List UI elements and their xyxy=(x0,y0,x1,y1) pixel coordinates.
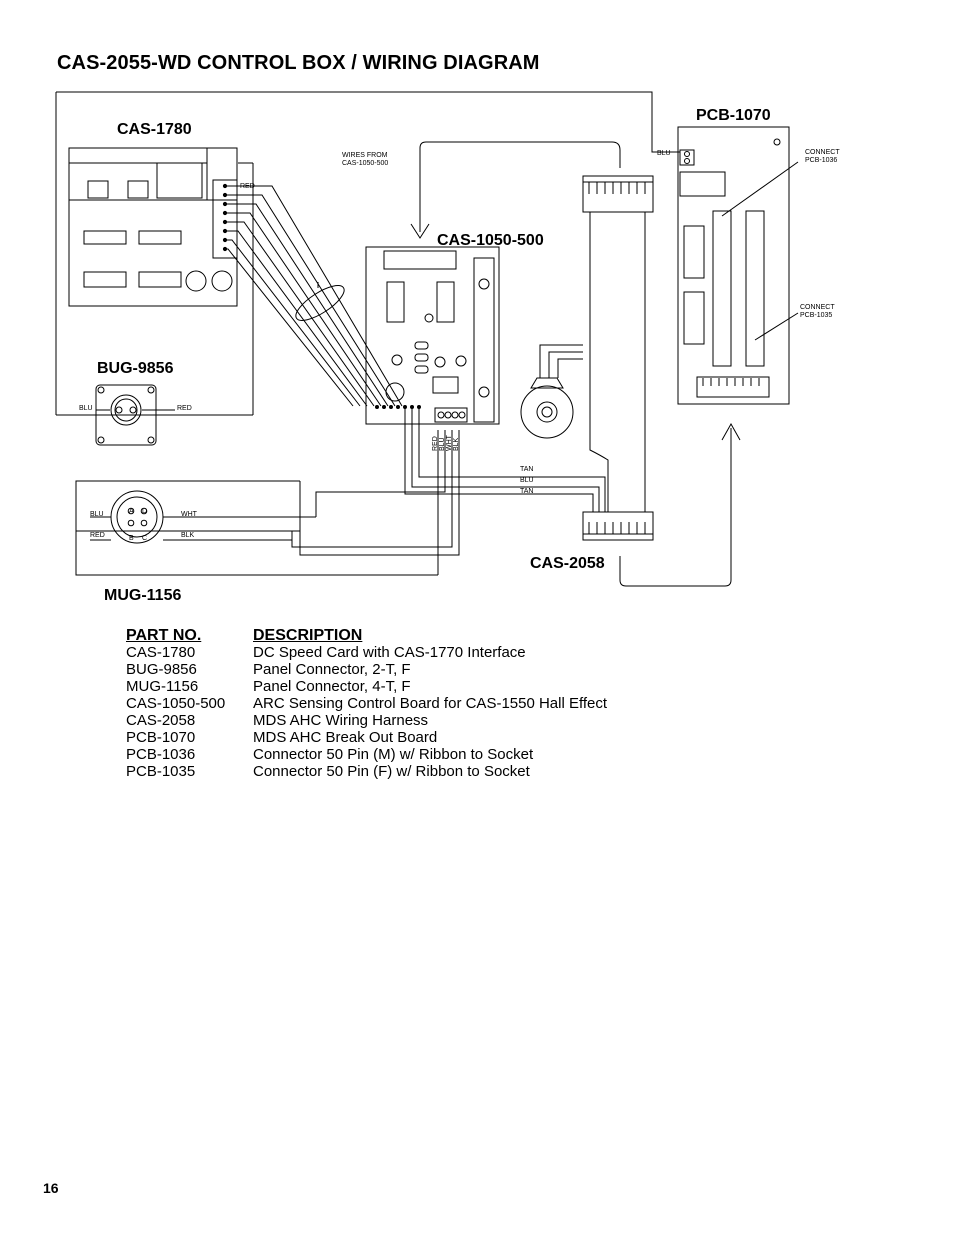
part-number: BUG-9856 xyxy=(126,661,197,678)
wire-label-red-top: RED xyxy=(240,183,255,190)
cas-1780-enclosure xyxy=(55,91,680,416)
part-no-header: PART NO. xyxy=(126,627,202,644)
wire-label-tan-2: TAN xyxy=(520,488,533,495)
wire-label-tan-1: TAN xyxy=(520,466,533,473)
parts-list: PART NO. DESCRIPTION CAS-1780 DC Speed C… xyxy=(126,627,607,780)
wires-from-label-2: CAS-1050-500 xyxy=(342,160,388,167)
page-number: 16 xyxy=(43,1180,59,1196)
terminal-label-wht: WHT xyxy=(446,434,453,451)
mug-1156-label: MUG-1156 xyxy=(104,587,181,604)
terminal-label-blk: BLK xyxy=(453,437,460,451)
pin-label-a: A xyxy=(129,508,134,515)
description-header: DESCRIPTION xyxy=(253,627,363,644)
page-title: CAS-2055-WD CONTROL BOX / WIRING DIAGRAM xyxy=(57,52,540,74)
tan-blu-wires xyxy=(404,408,606,512)
connect-1035-label-1: CONNECT xyxy=(800,304,835,311)
wire-label-bug-red: RED xyxy=(177,405,192,412)
arrow-from-wires xyxy=(410,141,621,239)
cas-2058-label: CAS-2058 xyxy=(530,555,605,572)
bug-9856-label: BUG-9856 xyxy=(97,360,174,377)
terminal-label-blu: BLU xyxy=(439,437,446,451)
part-number: PCB-1070 xyxy=(126,729,196,746)
parts-row: MUG-1156 Panel Connector, 4-T, F xyxy=(126,678,607,695)
part-description: ARC Sensing Control Board for CAS-1550 H… xyxy=(253,695,608,712)
part-number: MUG-1156 xyxy=(126,678,199,695)
parts-row: CAS-1780 DC Speed Card with CAS-1770 Int… xyxy=(126,644,607,661)
parts-row: CAS-2058 MDS AHC Wiring Harness xyxy=(126,712,607,729)
connect-1036-label-1: CONNECT xyxy=(805,149,840,156)
wires-from-label-1: WIRES FROM xyxy=(342,152,388,159)
part-number: CAS-1780 xyxy=(126,644,196,661)
part-description: Panel Connector, 2-T, F xyxy=(253,661,411,678)
terminal-label-red: RED xyxy=(432,436,439,451)
wire-label-mug-red: RED xyxy=(90,532,105,539)
parts-row: PCB-1070 MDS AHC Break Out Board xyxy=(126,729,607,746)
pcb-1070-board xyxy=(677,126,799,405)
pin-label-b: B xyxy=(129,535,134,542)
mug-1156-connector xyxy=(75,430,460,576)
part-number: CAS-2058 xyxy=(126,712,196,729)
connect-1035-label-2: PCB-1035 xyxy=(800,312,832,319)
pin-label-d: D xyxy=(142,508,147,515)
header-pins xyxy=(222,183,228,252)
part-number: PCB-1036 xyxy=(126,746,196,763)
part-number: PCB-1035 xyxy=(126,763,196,780)
wire-label-mug-blu: BLU xyxy=(90,511,104,518)
parts-row: PCB-1036 Connector 50 Pin (M) w/ Ribbon … xyxy=(126,746,607,763)
pin-label-c: C xyxy=(142,535,147,542)
parts-header-row: PART NO. DESCRIPTION xyxy=(126,627,607,644)
cas-1050-500-board xyxy=(365,246,500,425)
part-description: Connector 50 Pin (F) w/ Ribbon to Socket xyxy=(253,763,530,780)
wire-label-bug-blu: BLU xyxy=(79,405,93,412)
wire-label-mug-blk: BLK xyxy=(181,532,195,539)
part-number: CAS-1050-500 xyxy=(126,695,226,712)
part-description: Panel Connector, 4-T, F xyxy=(253,678,411,695)
connect-1036-label-2: PCB-1036 xyxy=(805,157,837,164)
bundle-wires xyxy=(225,185,403,407)
wire-label-mug-wht: WHT xyxy=(181,511,198,518)
potentiometer xyxy=(520,344,583,439)
cas-2058-harness xyxy=(582,175,741,587)
parts-row: CAS-1050-500 ARC Sensing Control Board f… xyxy=(126,695,607,712)
cas-1780-label: CAS-1780 xyxy=(117,121,192,138)
part-description: Connector 50 Pin (M) w/ Ribbon to Socket xyxy=(253,746,534,763)
part-description: MDS AHC Wiring Harness xyxy=(253,712,429,729)
parts-row: PCB-1035 Connector 50 Pin (F) w/ Ribbon … xyxy=(126,763,607,780)
pcb-1070-label: PCB-1070 xyxy=(696,107,771,124)
bug-9856-connector xyxy=(95,384,175,446)
parts-row: BUG-9856 Panel Connector, 2-T, F xyxy=(126,661,607,678)
wire-label-blu-pcb: BLU xyxy=(657,150,671,157)
part-description: MDS AHC Break Out Board xyxy=(253,729,438,746)
cas-1050-500-label: CAS-1050-500 xyxy=(437,232,544,249)
part-description: DC Speed Card with CAS-1770 Interface xyxy=(253,644,526,661)
wire-label-blu-mid: BLU xyxy=(520,477,534,484)
